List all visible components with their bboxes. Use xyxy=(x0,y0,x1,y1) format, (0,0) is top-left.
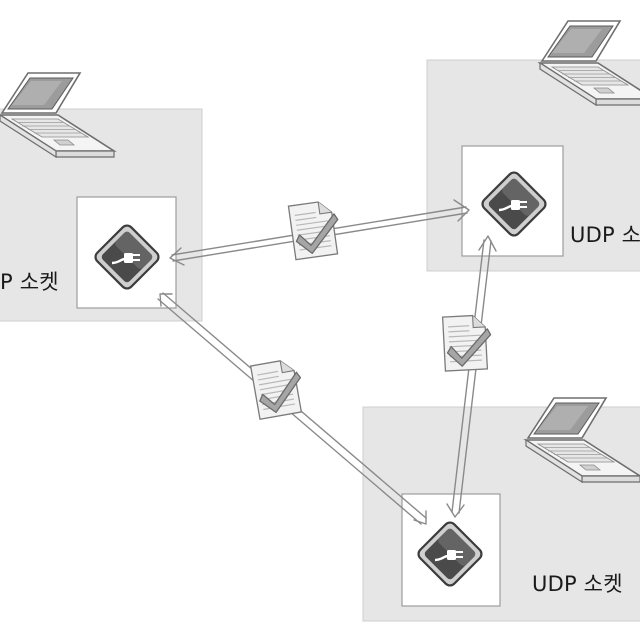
host-label-top-right: UDP 소 xyxy=(570,223,640,247)
socket-box xyxy=(401,493,501,607)
datagram-document-icon xyxy=(441,314,494,372)
host-left xyxy=(0,72,203,322)
host-label-left: P 소켓 xyxy=(0,270,59,294)
host-label-bottom-right: UDP 소켓 xyxy=(532,572,623,596)
host-bottom-right xyxy=(362,397,640,622)
arrow-top-right-to-bottom-right xyxy=(446,235,497,518)
datagram-document-icon xyxy=(249,357,307,420)
datagram-document-icon xyxy=(287,198,344,261)
host-top-right xyxy=(426,20,640,272)
